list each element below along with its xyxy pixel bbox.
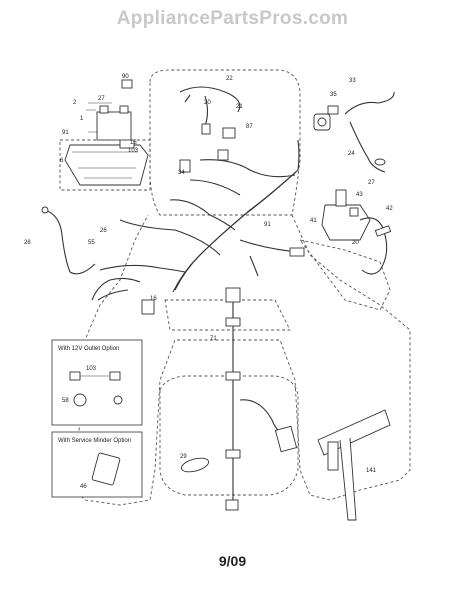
option-box-service-minder-title: With Service Minder Option <box>58 438 131 444</box>
callout-label: 28 <box>24 240 31 246</box>
main-harness <box>99 139 305 293</box>
callout-label: 91 <box>62 130 69 136</box>
wire-24 <box>344 91 395 173</box>
page-number: 9/09 <box>218 553 247 569</box>
callout-label: 20 <box>352 240 359 246</box>
callout-label: 2 <box>73 100 77 106</box>
part-29 <box>180 457 210 473</box>
callout-label: 43 <box>356 192 363 198</box>
wire-20-right <box>359 217 388 275</box>
bolt-42 <box>374 225 392 237</box>
callout-label: 27 <box>98 96 105 102</box>
option-box-12v: With 12V Outlet Option <box>51 339 143 426</box>
callout-label: 24 <box>348 151 355 157</box>
battery-cables <box>86 102 112 133</box>
callout-label: 33 <box>349 78 356 84</box>
battery-tray <box>64 139 149 186</box>
callout-label: 55 <box>88 240 95 246</box>
callout-label: 91 <box>264 222 271 228</box>
callout-label: 58 <box>62 398 69 404</box>
callout-label: 103 <box>86 366 97 372</box>
callout-label: 34 <box>178 170 185 176</box>
callout-labels: 90 22 2 27 1 91 6 18 103 87 20 21 34 33 … <box>24 74 393 490</box>
callout-label: 29 <box>180 454 187 460</box>
option-box-12v-title: With 12V Outlet Option <box>58 346 119 352</box>
callout-label: 46 <box>80 484 87 490</box>
battery <box>96 105 132 141</box>
upper-harness <box>179 86 241 139</box>
option-box-service-minder: With Service Minder Option <box>51 431 143 498</box>
callout-label: 1 <box>80 116 84 122</box>
callout-label: 87 <box>246 124 253 130</box>
callout-label: 16 <box>150 296 157 302</box>
callout-label: 21 <box>236 104 243 110</box>
callout-label: 71 <box>210 336 217 342</box>
callout-label: 103 <box>128 148 139 154</box>
callout-label: 20 <box>204 100 211 106</box>
battery-area-outline <box>59 139 151 191</box>
rear-harness <box>225 287 298 511</box>
callout-label: 26 <box>100 228 107 234</box>
callout-label: 42 <box>386 206 393 212</box>
callout-label: 27 <box>368 180 375 186</box>
callout-label: 6 <box>60 158 64 164</box>
callout-label: 35 <box>330 92 337 98</box>
battery-cover-part <box>121 79 133 89</box>
callout-label: 41 <box>310 218 317 224</box>
wire-28 <box>41 206 96 275</box>
callout-label: 90 <box>122 74 129 80</box>
lower-left-leads <box>91 277 141 301</box>
bracket-141 <box>317 409 391 521</box>
callout-label: 22 <box>226 76 233 82</box>
watermark-text: AppliancePartsPros.com <box>116 8 349 29</box>
callout-label: 141 <box>366 468 377 474</box>
relay-16 <box>141 299 155 315</box>
callout-label: 18 <box>130 140 137 146</box>
ignition-switch <box>313 105 339 131</box>
starter-solenoid <box>321 189 371 241</box>
